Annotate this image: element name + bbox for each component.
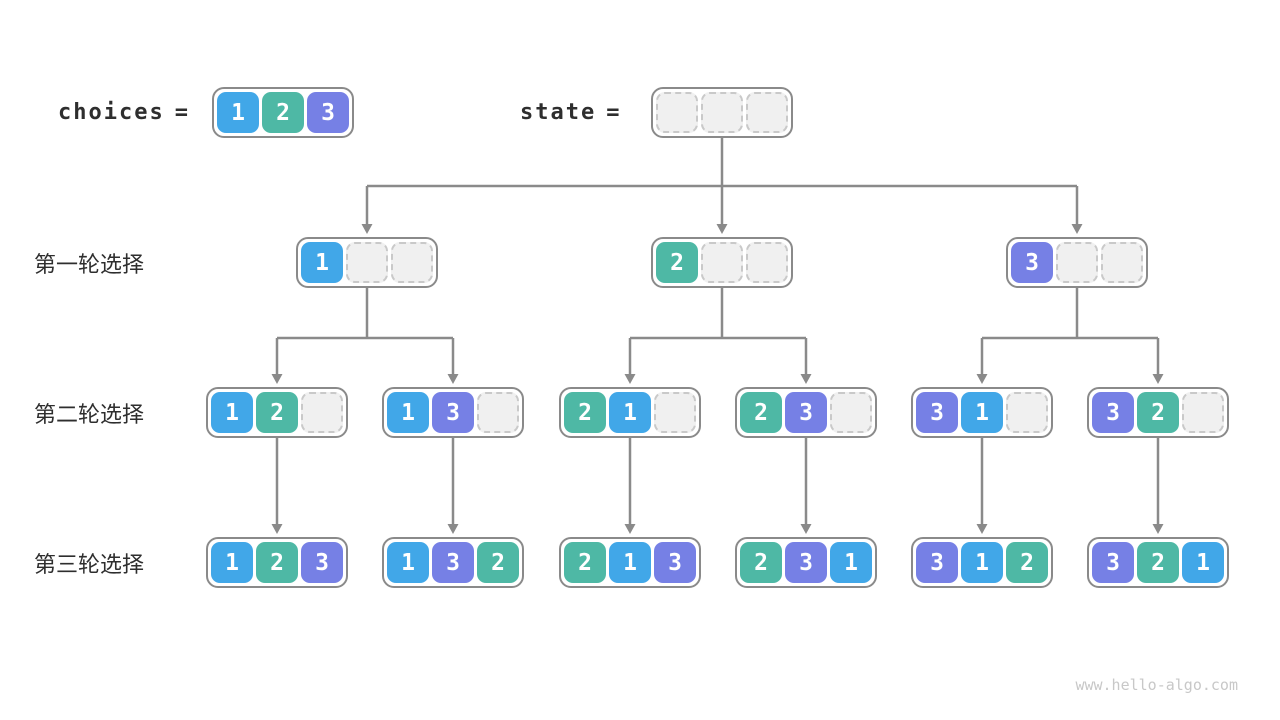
array-cell-3: 3	[301, 542, 343, 583]
array-cell-empty	[654, 392, 696, 433]
state-array-box	[651, 87, 793, 138]
array-cell-3: 3	[1011, 242, 1053, 283]
array-cell-2: 2	[656, 242, 698, 283]
array-cell-2: 2	[1137, 392, 1179, 433]
array-cell-3: 3	[785, 542, 827, 583]
array-cell-1: 1	[1182, 542, 1224, 583]
array-cell-1: 1	[830, 542, 872, 583]
array-cell-2: 2	[262, 92, 304, 133]
array-cell-1: 1	[961, 542, 1003, 583]
array-cell-2: 2	[740, 392, 782, 433]
array-cell-empty	[701, 92, 743, 133]
array-cell-3: 3	[785, 392, 827, 433]
row-label-round-2: 第二轮选择	[34, 401, 145, 427]
array-cell-2: 2	[256, 392, 298, 433]
array-cell-2: 2	[1137, 542, 1179, 583]
array-cell-2: 2	[564, 392, 606, 433]
array-cell-3: 3	[1092, 392, 1134, 433]
array-cell-1: 1	[609, 392, 651, 433]
arrowhead-icon	[271, 374, 283, 384]
array-cell-empty	[391, 242, 433, 283]
arrowhead-icon	[800, 374, 812, 384]
array-cell-empty	[656, 92, 698, 133]
arrowhead-icon	[716, 224, 728, 234]
choices-expression: choices =	[58, 87, 190, 138]
array-cell-3: 3	[432, 542, 474, 583]
choices-equals-sign: =	[174, 100, 190, 125]
array-cell-empty	[1006, 392, 1048, 433]
arrowhead-icon	[800, 524, 812, 534]
array-cell-1: 1	[387, 392, 429, 433]
array-cell-3: 3	[1092, 542, 1134, 583]
array-cell-empty	[301, 392, 343, 433]
array-cell-3: 3	[307, 92, 349, 133]
arrowhead-icon	[1071, 224, 1083, 234]
arrowhead-icon	[624, 374, 636, 384]
row-label-round-3: 第三轮选择	[34, 551, 145, 577]
array-cell-2: 2	[256, 542, 298, 583]
array-cell-2: 2	[1006, 542, 1048, 583]
array-cell-1: 1	[217, 92, 259, 133]
array-cell-empty	[1101, 242, 1143, 283]
array-cell-3: 3	[916, 392, 958, 433]
watermark: www.hello-algo.com	[1075, 676, 1238, 694]
state-box-2-x-x: 2	[651, 237, 793, 288]
array-cell-1: 1	[301, 242, 343, 283]
row-label-round-1: 第一轮选择	[34, 251, 145, 277]
array-cell-1: 1	[211, 542, 253, 583]
arrowhead-icon	[1152, 374, 1164, 384]
array-cell-1: 1	[609, 542, 651, 583]
arrowhead-icon	[976, 374, 988, 384]
arrowhead-icon	[1152, 524, 1164, 534]
array-cell-2: 2	[564, 542, 606, 583]
array-cell-empty	[830, 392, 872, 433]
state-box-3-x-x: 3	[1006, 237, 1148, 288]
array-cell-1: 1	[211, 392, 253, 433]
arrowhead-icon	[447, 374, 459, 384]
arrowhead-icon	[624, 524, 636, 534]
state-label: state	[520, 100, 597, 125]
state-expression: state =	[520, 87, 621, 138]
array-cell-empty	[701, 242, 743, 283]
array-cell-1: 1	[387, 542, 429, 583]
array-cell-2: 2	[740, 542, 782, 583]
arrowhead-icon	[447, 524, 459, 534]
array-cell-2: 2	[477, 542, 519, 583]
array-cell-empty	[1182, 392, 1224, 433]
array-cell-empty	[1056, 242, 1098, 283]
arrowhead-icon	[976, 524, 988, 534]
array-cell-3: 3	[654, 542, 696, 583]
array-cell-empty	[746, 92, 788, 133]
array-cell-empty	[746, 242, 788, 283]
arrowhead-icon	[271, 524, 283, 534]
array-cell-1: 1	[961, 392, 1003, 433]
arrowhead-icon	[361, 224, 373, 234]
array-cell-empty	[346, 242, 388, 283]
array-cell-3: 3	[916, 542, 958, 583]
choices-label: choices	[58, 100, 165, 125]
state-equals-sign: =	[606, 100, 622, 125]
array-cell-empty	[477, 392, 519, 433]
array-cell-3: 3	[432, 392, 474, 433]
state-box-1-x-x: 1	[296, 237, 438, 288]
